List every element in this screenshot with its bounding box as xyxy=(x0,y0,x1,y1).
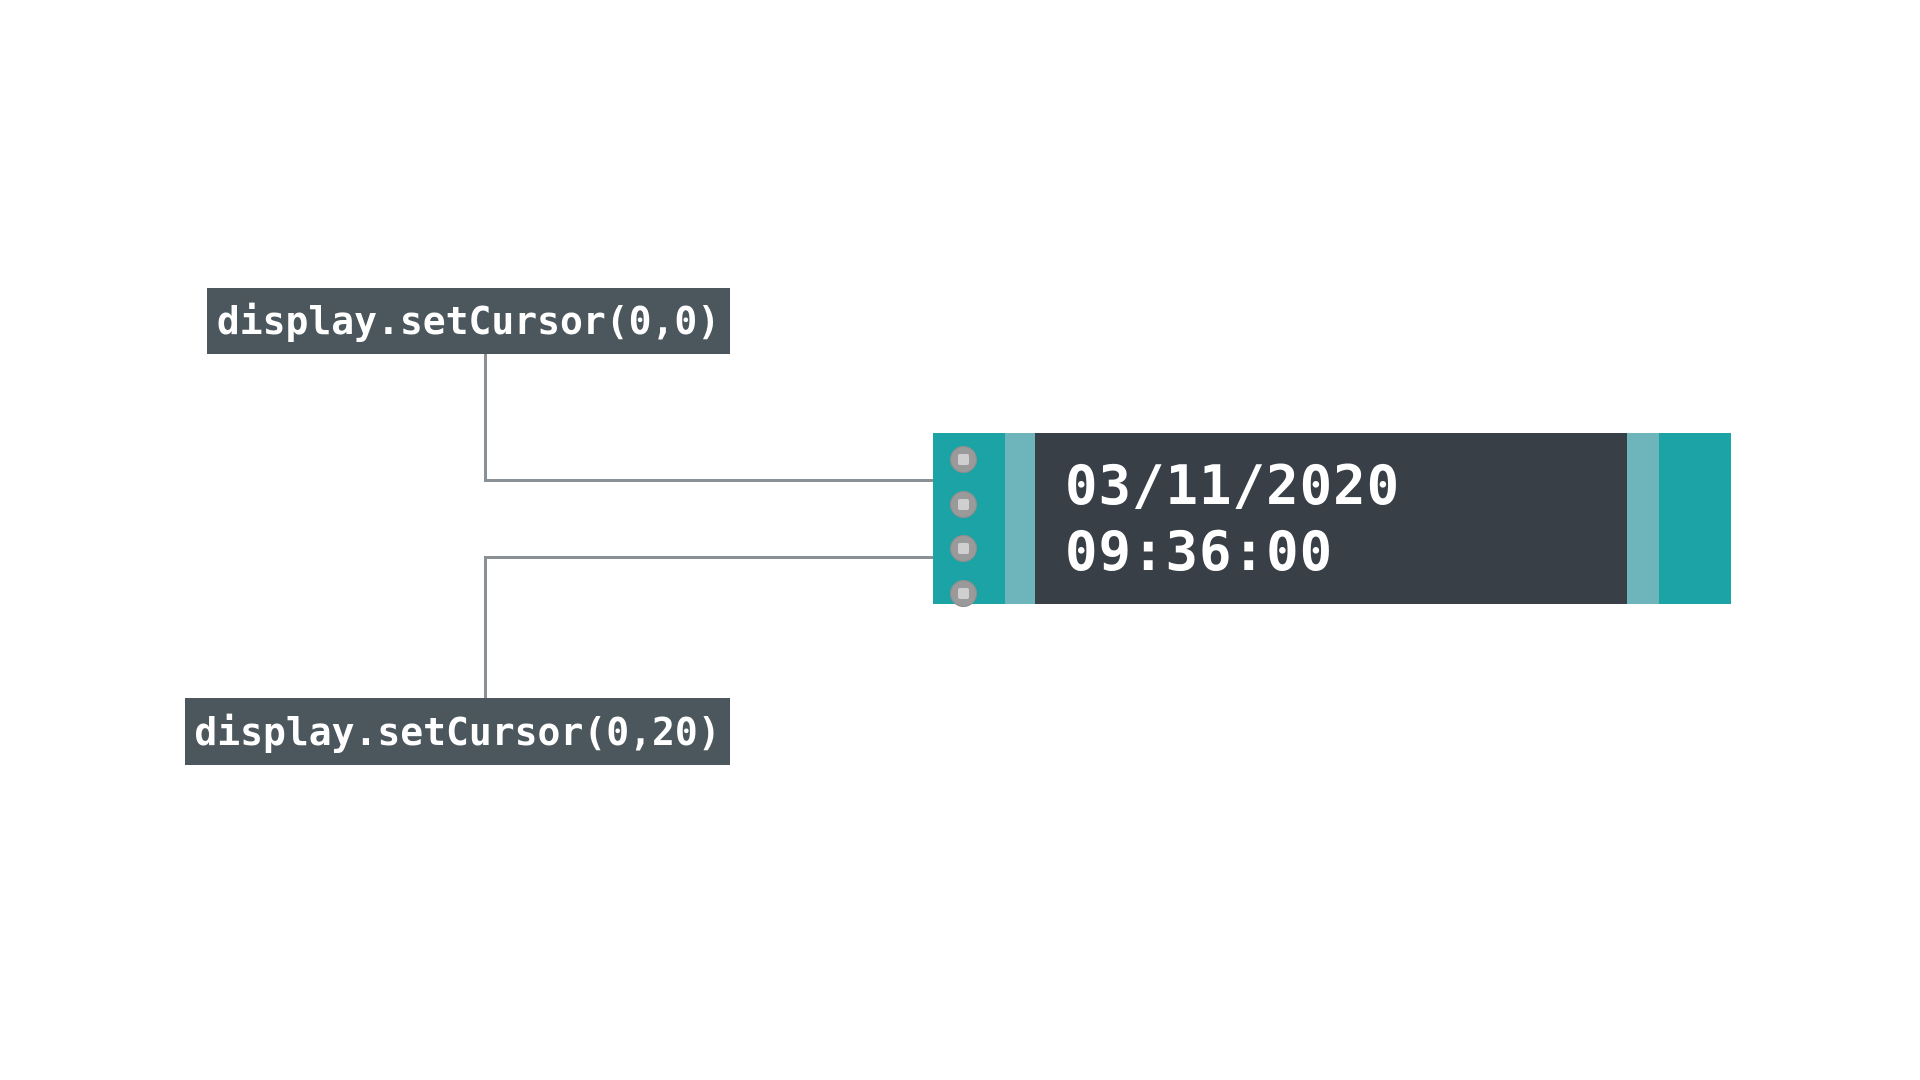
lcd-screen: 03/11/2020 09:36:00 xyxy=(1035,433,1627,604)
screw-icon-bottom xyxy=(950,580,977,607)
leader-line-top-horizontal xyxy=(484,479,1056,482)
callout-label-set-cursor-second-line: display.setCursor(0,20) xyxy=(185,698,730,765)
screen-line-time: 09:36:00 xyxy=(1065,519,1334,583)
screw-icon-lower-middle xyxy=(950,535,977,562)
leader-line-bottom-horizontal xyxy=(484,556,1056,559)
bezel-left-inner-strip xyxy=(1005,433,1035,604)
bezel-right-band xyxy=(1659,433,1731,604)
bezel-right-inner-strip xyxy=(1627,433,1659,604)
screw-icon-top xyxy=(950,446,977,473)
bezel-left-band xyxy=(933,433,1005,607)
screw-icon-upper-middle xyxy=(950,491,977,518)
screen-line-date: 03/11/2020 xyxy=(1065,453,1401,517)
leader-line-bottom-vertical xyxy=(484,556,487,698)
callout-label-set-cursor-origin: display.setCursor(0,0) xyxy=(207,288,730,354)
lcd-display-module: 03/11/2020 09:36:00 xyxy=(933,433,1731,607)
leader-line-top-vertical xyxy=(484,354,487,482)
